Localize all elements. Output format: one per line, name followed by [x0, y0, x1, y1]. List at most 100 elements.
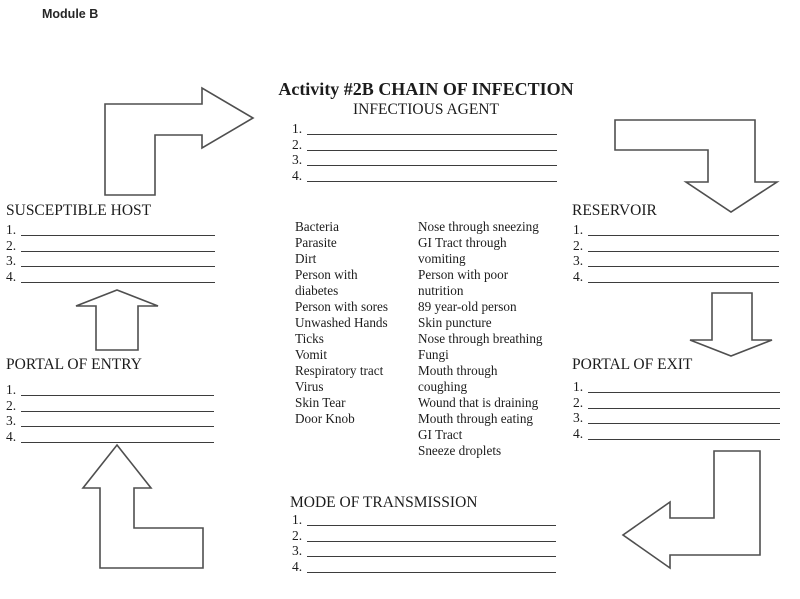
word-bank-line: Unwashed Hands: [295, 315, 388, 330]
section-heading-mode-of-transmission: MODE OF TRANSMISSION: [290, 494, 478, 511]
blank-line-rule: [588, 234, 779, 236]
blank-answer-line: 2.: [291, 527, 556, 543]
blank-line-number: 3.: [6, 413, 17, 429]
word-bank-line: GI Tract through: [418, 235, 507, 250]
blank-line-number: 1.: [6, 381, 17, 397]
blank-line-number: 1.: [292, 120, 303, 136]
bent-arrow-transmission-to-entry-icon: [81, 443, 204, 569]
blank-line-rule: [21, 426, 214, 428]
blank-answer-line: 2.: [572, 237, 779, 253]
blank-line-number: 3.: [292, 543, 303, 559]
bent-arrow-host-to-agent-icon: [104, 86, 255, 196]
section-heading-reservoir: RESERVOIR: [572, 202, 657, 219]
module-label: Module B: [42, 7, 99, 21]
blank-line-number: 1.: [573, 378, 584, 394]
blank-answer-line: 1.: [291, 511, 556, 527]
blank-answer-line: 4.: [291, 558, 556, 574]
blank-answer-line: 3.: [5, 413, 214, 429]
blank-line-rule: [21, 442, 214, 444]
word-bank-line: Dirt: [295, 251, 317, 266]
blank-line-number: 4.: [6, 269, 17, 285]
word-bank-line: 89 year-old person: [418, 299, 517, 314]
word-bank-line: Nose through breathing: [418, 331, 543, 346]
blank-line-number: 2.: [573, 237, 584, 253]
word-bank-line: Mouth through: [418, 363, 498, 378]
word-bank-line: Door Knob: [295, 411, 355, 426]
blank-answer-line: 3.: [5, 253, 215, 269]
word-bank-line: Mouth through eating: [418, 411, 534, 426]
blank-answer-line: 4.: [5, 428, 214, 444]
blank-answer-line: 1.: [5, 381, 214, 397]
up-arrow-entry-to-host-icon: [75, 289, 159, 351]
bent-arrow-exit-to-transmission-icon: [621, 450, 761, 570]
blank-answer-line: 2.: [572, 394, 780, 410]
blank-line-number: 3.: [573, 253, 584, 269]
blank-answer-line: 2.: [5, 237, 215, 253]
section-heading-portal-of-entry: PORTAL OF ENTRY: [6, 356, 142, 373]
blanks-portal-of-entry: 1.2.3.4.: [5, 381, 214, 444]
blank-answer-line: 1.: [291, 120, 557, 136]
blank-answer-line: 1.: [5, 221, 215, 237]
blanks-portal-of-exit: 1.2.3.4.: [572, 378, 780, 441]
blank-line-number: 2.: [292, 527, 303, 543]
word-bank-line: vomiting: [418, 251, 466, 266]
blank-line-number: 2.: [292, 136, 303, 152]
word-bank-line: Person with sores: [295, 299, 389, 314]
blank-line-number: 4.: [6, 429, 17, 445]
blank-line-rule: [21, 234, 215, 236]
blank-answer-line: 3.: [291, 152, 557, 168]
blank-line-number: 4.: [573, 426, 584, 442]
blank-line-rule: [588, 266, 779, 268]
blank-line-number: 3.: [573, 410, 584, 426]
word-bank-line: GI Tract: [418, 427, 463, 442]
blank-answer-line: 3.: [572, 410, 780, 426]
blanks-mode-of-transmission: 1.2.3.4.: [291, 511, 556, 574]
blank-answer-line: 2.: [291, 136, 557, 152]
word-bank-line: Respiratory tract: [295, 363, 384, 378]
blanks-reservoir: 1.2.3.4.: [572, 221, 779, 284]
blank-line-number: 2.: [573, 394, 584, 410]
blank-line-rule: [21, 394, 214, 396]
blank-line-rule: [588, 407, 780, 409]
word-bank-line: Skin puncture: [418, 315, 492, 330]
word-bank-line: coughing: [418, 379, 468, 394]
blank-line-rule: [307, 149, 557, 151]
word-bank-line: Sneeze droplets: [418, 443, 502, 458]
blank-answer-line: 4.: [5, 268, 215, 284]
blank-line-number: 2.: [6, 237, 17, 253]
blank-line-rule: [588, 250, 779, 252]
blank-line-number: 1.: [292, 511, 303, 527]
blank-line-rule: [307, 572, 556, 574]
blank-answer-line: 4.: [572, 268, 779, 284]
blank-line-number: 4.: [292, 168, 303, 184]
word-bank-line: Virus: [295, 379, 324, 394]
word-bank-line: Fungi: [418, 347, 449, 362]
blank-line-number: 2.: [6, 397, 17, 413]
blank-line-rule: [21, 250, 215, 252]
blank-line-rule: [307, 524, 556, 526]
word-bank-line: diabetes: [295, 283, 339, 298]
blank-line-number: 3.: [6, 253, 17, 269]
blank-line-rule: [588, 423, 780, 425]
down-arrow-reservoir-to-exit-icon: [689, 292, 773, 357]
blank-line-rule: [307, 181, 557, 183]
blank-line-number: 3.: [292, 152, 303, 168]
blank-answer-line: 2.: [5, 397, 214, 413]
blank-line-number: 4.: [573, 269, 584, 285]
blank-line-number: 1.: [573, 221, 584, 237]
word-bank-line: Person with: [295, 267, 358, 282]
word-bank-line: Parasite: [295, 235, 337, 250]
blank-answer-line: 1.: [572, 378, 780, 394]
word-bank-line: Person with poor: [418, 267, 509, 282]
blank-line-rule: [21, 266, 215, 268]
blank-answer-line: 4.: [291, 167, 557, 183]
word-bank-line: Vomit: [295, 347, 328, 362]
blank-answer-line: 1.: [572, 221, 779, 237]
blank-line-rule: [21, 282, 215, 284]
section-heading-susceptible-host: SUSCEPTIBLE HOST: [6, 202, 152, 219]
bent-arrow-agent-to-reservoir-icon: [614, 119, 780, 213]
word-bank-line: Skin Tear: [295, 395, 346, 410]
